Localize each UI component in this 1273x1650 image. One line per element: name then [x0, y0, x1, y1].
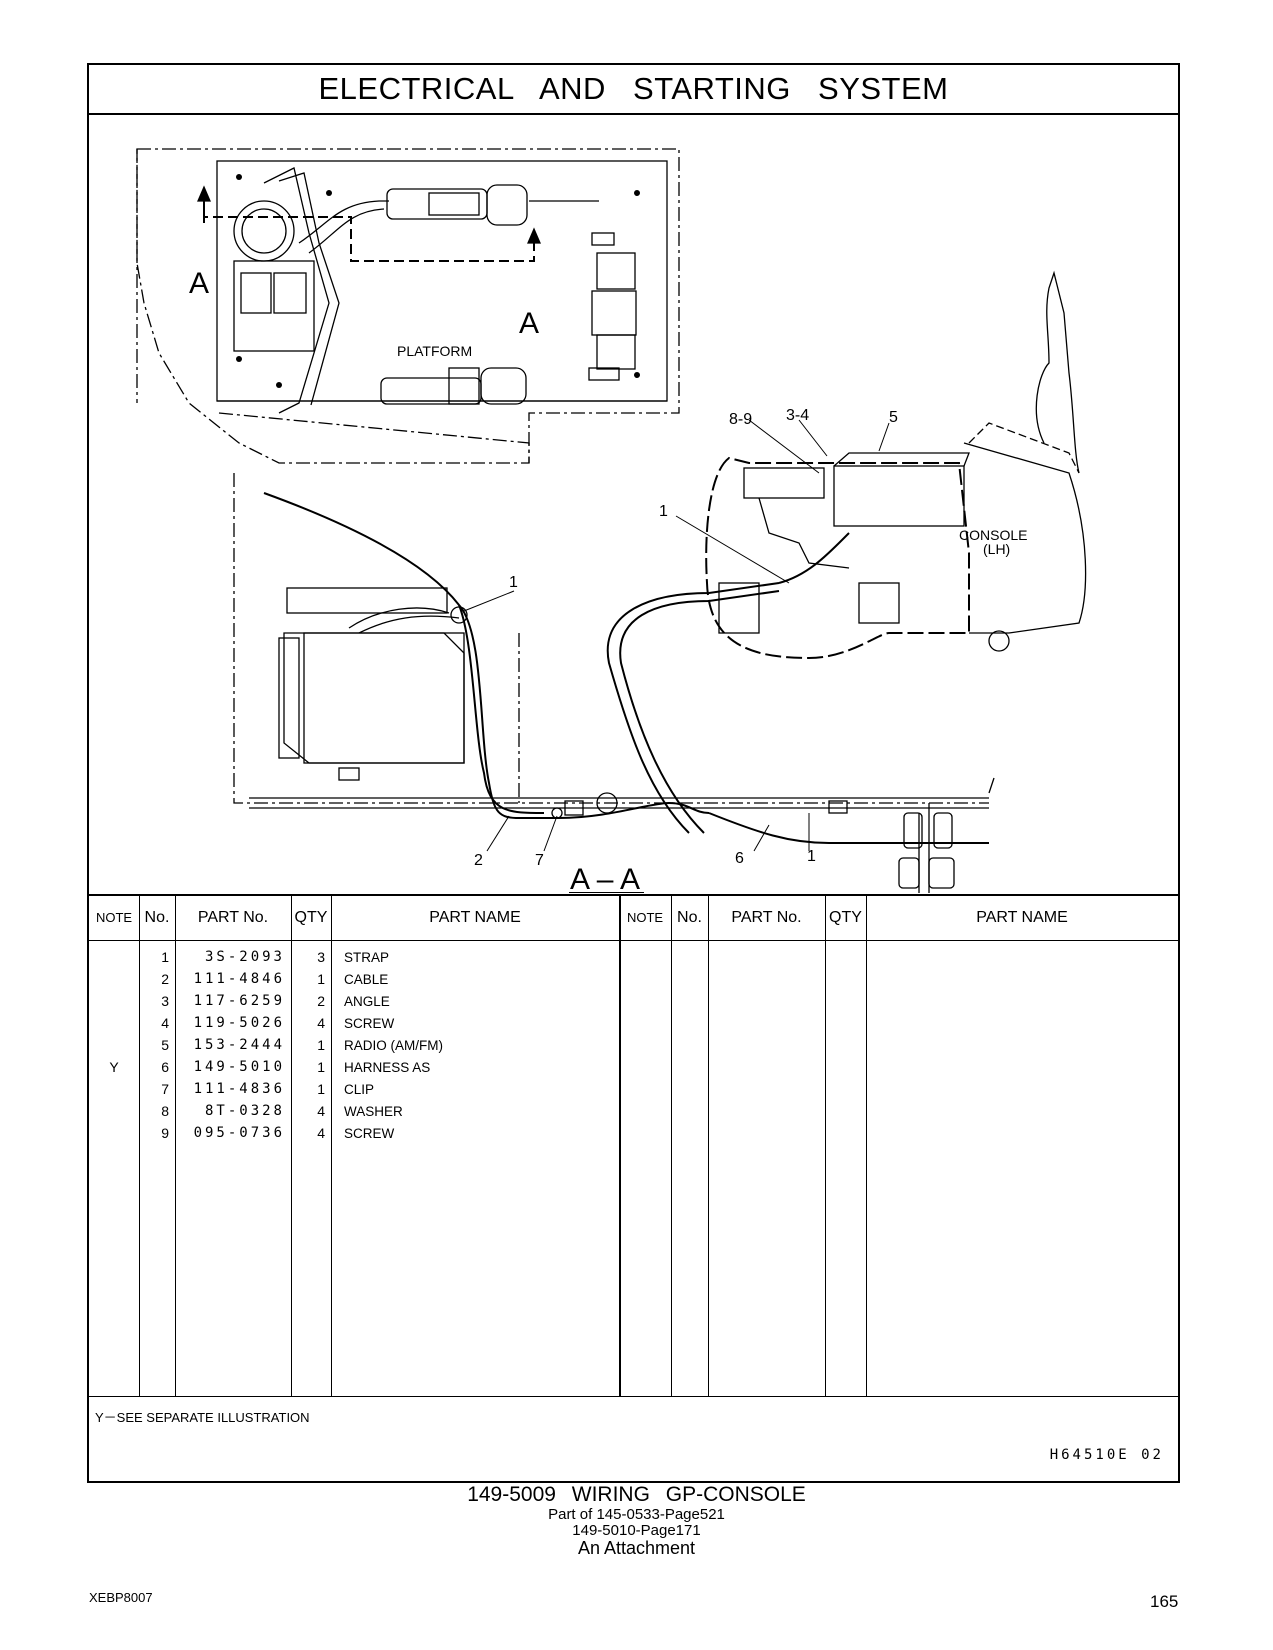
row-quantity: 2	[317, 993, 325, 1009]
row-part-number: 117-6259	[193, 993, 285, 1009]
callout-6: 6	[735, 850, 744, 867]
header-qty-right: QTY	[829, 909, 862, 926]
drawing-code: H64510E 02	[1049, 1447, 1164, 1463]
attachment-label: An Attachment	[577, 1538, 696, 1558]
row-number: 1	[161, 949, 169, 965]
callout-3-4: 3-4	[786, 407, 810, 424]
row-number: 3	[161, 993, 169, 1009]
page-number: 165	[1150, 1592, 1179, 1611]
header-no-right: No.	[677, 909, 702, 926]
row-quantity: 1	[317, 1059, 325, 1075]
row-quantity: 4	[317, 1015, 325, 1031]
row-part-name: CABLE	[344, 972, 389, 987]
view-a-label-top: A	[189, 267, 210, 300]
table-row: Y 6 149-5010 1 HARNESS AS	[89, 1056, 619, 1079]
separate-illustration-note: Y－SEE SEPARATE ILLUSTRATION	[95, 1410, 310, 1425]
wiring-drawing	[136, 148, 1087, 893]
table-footer: Y－SEE SEPARATE ILLUSTRATION H64510E 02	[89, 1396, 1178, 1482]
callout-8-9: 8-9	[729, 411, 753, 428]
row-part-name: SCREW	[344, 1126, 395, 1141]
row-part-number: 095-0736	[193, 1125, 285, 1141]
group-title: 149-5009 WIRING GP-CONSOLE	[467, 1483, 806, 1506]
row-quantity: 1	[317, 1037, 325, 1053]
section-a-a-label: A – A	[570, 863, 641, 896]
platform-label: PLATFORM	[397, 343, 473, 359]
document-code: XEBP8007	[89, 1590, 153, 1605]
header-note: NOTE	[95, 910, 133, 925]
row-quantity: 3	[317, 949, 325, 965]
row-quantity: 4	[317, 1103, 325, 1119]
table-row: 7 111-4836 1 CLIP	[89, 1078, 619, 1101]
view-a-label-right: A	[519, 307, 540, 340]
header-note-right: NOTE	[626, 910, 664, 925]
row-number: 5	[161, 1037, 169, 1053]
row-part-name: CLIP	[344, 1082, 375, 1097]
platform-bolts	[236, 174, 640, 388]
callout-1-console: 1	[659, 503, 668, 520]
row-quantity: 1	[317, 1081, 325, 1097]
row-number: 8	[161, 1103, 169, 1119]
row-part-number: 153-2444	[193, 1037, 285, 1053]
page-title: ELECTRICAL AND STARTING SYSTEM	[89, 65, 1178, 115]
harness-reference: 149-5010-Page171	[572, 1522, 701, 1539]
row-number: 2	[161, 971, 169, 987]
row-quantity: 4	[317, 1125, 325, 1141]
row-part-name: SCREW	[344, 1016, 395, 1031]
callout-5: 5	[889, 409, 898, 426]
header-no: No.	[144, 909, 170, 926]
table-row: 2 111-4846 1 CABLE	[89, 968, 619, 991]
table-row: 3 117-6259 2 ANGLE	[89, 990, 619, 1013]
row-part-number: 111-4846	[193, 971, 285, 987]
row-part-number: 149-5010	[193, 1059, 285, 1075]
row-part-number: 119-5026	[193, 1015, 285, 1031]
console-label: CONSOLE	[959, 527, 1028, 543]
parts-page-frame: ELECTRICAL AND STARTING SYSTEM	[87, 63, 1180, 1483]
header-part-no-right: PART No.	[731, 909, 802, 926]
row-note: Y	[109, 1059, 119, 1075]
table-row: 9 095-0736 4 SCREW	[89, 1122, 619, 1145]
row-part-number: 8T-0328	[204, 1103, 285, 1119]
table-row: 1 3S-2093 3 STRAP	[89, 946, 619, 969]
row-part-number: 3S-2093	[204, 949, 285, 965]
console-side-label: (LH)	[983, 541, 1011, 557]
table-row: 5 153-2444 1 RADIO (AM/FM)	[89, 1034, 619, 1057]
row-number: 4	[161, 1015, 169, 1031]
row-part-name: RADIO (AM/FM)	[344, 1038, 443, 1053]
row-number: 9	[161, 1125, 169, 1141]
table-row: 8 8T-0328 4 WASHER	[89, 1100, 619, 1123]
row-part-name: STRAP	[344, 950, 390, 965]
callout-7: 7	[535, 852, 544, 869]
row-part-name: ANGLE	[344, 994, 390, 1009]
row-number: 6	[161, 1059, 169, 1075]
header-qty: QTY	[294, 909, 328, 926]
caption-block: 149-5009 WIRING GP-CONSOLE Part of 145-0…	[0, 1483, 1273, 1558]
leader-lines	[463, 419, 890, 852]
row-part-number: 111-4836	[193, 1081, 285, 1097]
row-part-name: WASHER	[344, 1104, 403, 1119]
parts-table: NOTE No. PART No. QTY PART NAME NOTE No.…	[89, 894, 1178, 1398]
row-number: 7	[161, 1081, 169, 1097]
header-part-name: PART NAME	[429, 909, 521, 926]
row-part-name: HARNESS AS	[344, 1060, 431, 1075]
part-of-reference: Part of 145-0533-Page521	[548, 1506, 725, 1523]
header-part-no: PART No.	[197, 909, 269, 926]
callout-1-bottom: 1	[807, 848, 816, 865]
table-row: 4 119-5026 4 SCREW	[89, 1012, 619, 1035]
callout-2: 2	[474, 852, 483, 869]
callout-1-battery: 1	[509, 574, 518, 591]
wiring-illustration: PLATFORM CONSOLE (LH) A A A – A 8-9 3-4 …	[89, 113, 1178, 896]
header-part-name-right: PART NAME	[976, 909, 1068, 926]
row-quantity: 1	[317, 971, 325, 987]
